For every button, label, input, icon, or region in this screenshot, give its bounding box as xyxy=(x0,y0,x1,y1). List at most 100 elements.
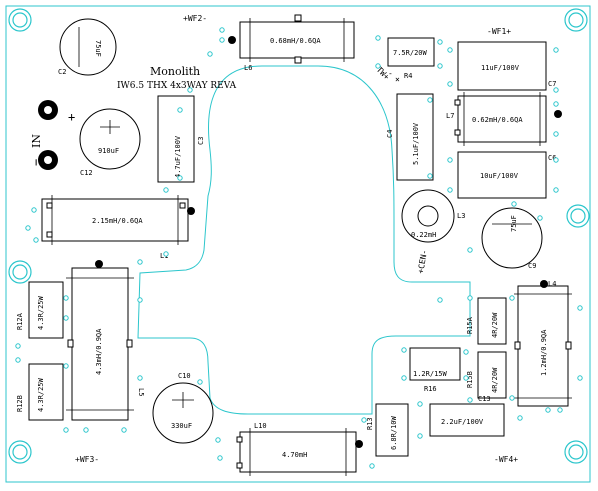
solder-pad-57 xyxy=(545,407,551,413)
mounting-hole-4-inner xyxy=(12,264,28,280)
c12-ref: C12 xyxy=(80,169,93,177)
connector-cen-label: +CEN- xyxy=(416,249,429,274)
r16-value: 1.2R/15W xyxy=(413,370,448,378)
solder-pad-32 xyxy=(63,315,69,321)
connector-tw-x: × xyxy=(395,75,400,84)
c4-value: 5.1uF/100V xyxy=(412,122,420,165)
capacitor-c2: 75uF C2 xyxy=(58,18,117,76)
input-pad-plus-center xyxy=(44,106,52,114)
solder-pad-16 xyxy=(177,107,183,113)
solder-pad-48 xyxy=(401,375,407,381)
solder-pad-18 xyxy=(163,187,169,193)
r15b-value: 4R/20W xyxy=(491,367,499,393)
solder-pad-44 xyxy=(217,455,223,461)
solder-pad-54 xyxy=(509,395,515,401)
l5-ref: L5 xyxy=(137,388,145,396)
r16-ref: R16 xyxy=(424,385,437,393)
mounting-holes xyxy=(8,8,590,464)
resistor-r12b: 4.3R/25W R12B xyxy=(16,363,64,421)
c7-ref: C7 xyxy=(548,80,556,88)
solder-pad-52 xyxy=(417,433,423,439)
solder-pads xyxy=(15,27,583,469)
c10-value: 330uF xyxy=(171,422,192,430)
c12-value: 910uF xyxy=(98,147,119,155)
mounting-hole-1-inner xyxy=(12,12,28,28)
solder-pad-7 xyxy=(437,63,443,69)
l10-dot xyxy=(355,440,363,448)
solder-pad-5 xyxy=(375,63,381,69)
l4-dot xyxy=(540,280,548,288)
solder-pad-42 xyxy=(197,379,203,385)
board-cutout xyxy=(137,65,471,415)
solder-pad-14 xyxy=(427,97,433,103)
solder-pad-19 xyxy=(187,87,193,93)
solder-pad-59 xyxy=(577,305,583,311)
brand-name: Monolith xyxy=(150,65,200,78)
c6-value: 10uF/100V xyxy=(480,172,519,180)
capacitor-c9: 75uF C9 xyxy=(481,207,543,270)
capacitor-c7: 11uF/100V C7 xyxy=(457,41,556,91)
l7-value: 0.62mH/0.6QA xyxy=(472,116,523,124)
solder-pad-40 xyxy=(121,427,127,433)
r4-value: 7.5R/20W xyxy=(393,49,428,57)
board-title: IW6.5 THX 4x3WAY REVA xyxy=(117,81,237,91)
solder-pad-12 xyxy=(553,101,559,107)
inductor-l3: 0.22mH L3 xyxy=(401,189,465,243)
input-plus-sign: + xyxy=(68,110,75,124)
solder-pad-60 xyxy=(577,375,583,381)
solder-pad-25 xyxy=(467,247,473,253)
solder-pad-45 xyxy=(361,417,367,423)
solder-pad-28 xyxy=(31,207,37,213)
connector-wf2-label: +WF2- xyxy=(183,14,207,23)
l1-value: 2.15mH/0.6QA xyxy=(92,217,143,225)
solder-pad-26 xyxy=(511,201,517,207)
inductor-l6: 0.68mH/0.6QA L6 xyxy=(228,14,355,72)
solder-pad-20 xyxy=(553,157,559,163)
c2-value: 75uF xyxy=(94,40,102,57)
solder-pad-1 xyxy=(219,27,225,33)
solder-pad-49 xyxy=(463,349,469,355)
r13-value: 6.8R/10W xyxy=(390,415,398,450)
l3-ref: L3 xyxy=(457,212,465,220)
solder-pad-17 xyxy=(177,175,183,181)
c6-ref: C6 xyxy=(548,154,556,162)
solder-pad-9 xyxy=(553,47,559,53)
solder-pad-46 xyxy=(369,463,375,469)
l6-dot xyxy=(228,36,236,44)
solder-pad-31 xyxy=(63,295,69,301)
inductor-l5: 4.3mH/0.9QA L5 xyxy=(66,260,145,421)
solder-pad-62 xyxy=(437,297,443,303)
l7-dot xyxy=(554,110,562,118)
l6-value: 0.68mH/0.6QA xyxy=(270,37,321,45)
resistor-r16: 1.2R/15W R16 xyxy=(409,347,461,393)
solder-pad-58 xyxy=(557,407,563,413)
solder-pad-50 xyxy=(463,375,469,381)
inductor-l4: 1.2mH/0.9QA L4 xyxy=(514,280,572,407)
l4-ref: L4 xyxy=(548,280,556,288)
solder-pad-51 xyxy=(417,401,423,407)
board-outline xyxy=(5,5,591,483)
connector-wf4-label: -WF4+ xyxy=(494,455,518,464)
input-minus-sign: − xyxy=(29,159,43,166)
l1-dot xyxy=(187,207,195,215)
solder-pad-10 xyxy=(553,87,559,93)
c10-ref: C10 xyxy=(178,372,191,380)
input-terminal: + IN − xyxy=(29,100,75,170)
capacitor-c12: 910uF C12 xyxy=(79,108,141,177)
solder-pad-36 xyxy=(63,427,69,433)
solder-pad-2 xyxy=(219,37,225,43)
solder-pad-23 xyxy=(447,187,453,193)
r12b-value: 4.3R/25W xyxy=(37,377,45,412)
solder-pad-56 xyxy=(467,397,473,403)
solder-pad-35 xyxy=(63,363,69,369)
solder-pad-38 xyxy=(137,375,143,381)
l5-dot xyxy=(95,260,103,268)
solder-pad-3 xyxy=(207,51,213,57)
capacitor-c3: 4.7uF/100V C3 xyxy=(157,95,205,183)
r12a-ref: R12A xyxy=(16,312,24,330)
solder-pad-53 xyxy=(509,295,515,301)
solder-pad-21 xyxy=(553,187,559,193)
solder-pad-34 xyxy=(15,357,21,363)
mounting-hole-5-inner xyxy=(12,444,28,460)
resistor-r15a: 4R/20W R15A xyxy=(466,297,507,345)
